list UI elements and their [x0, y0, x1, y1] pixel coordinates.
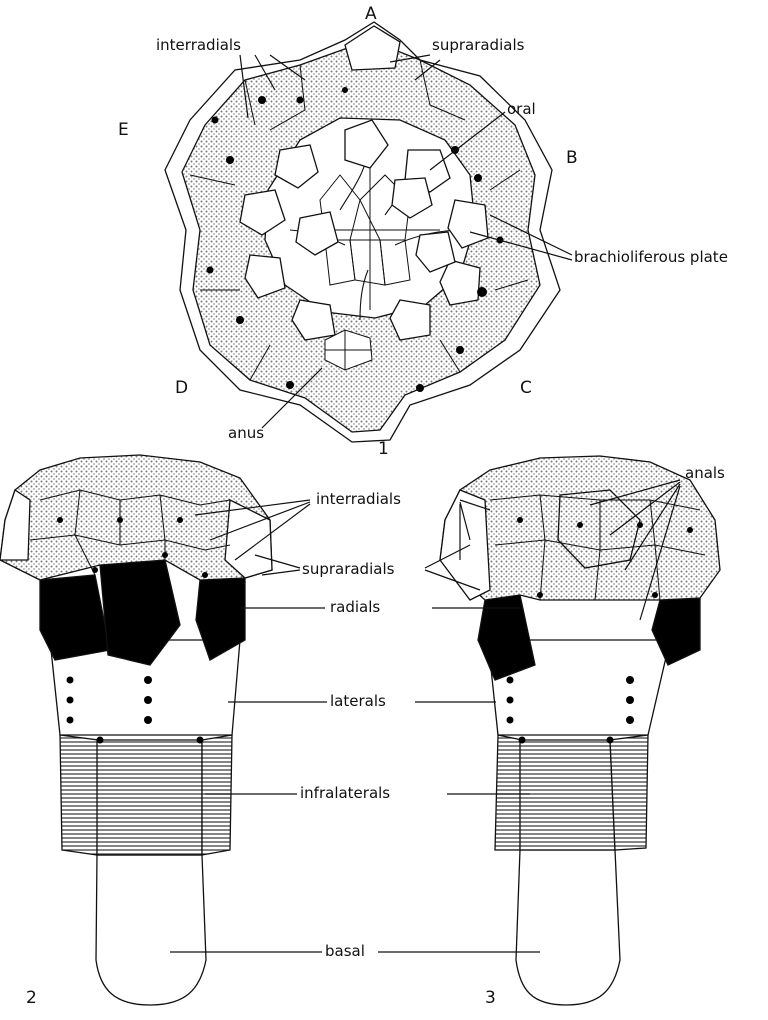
ray-letter-a: A: [365, 6, 377, 23]
supraradial-2: [225, 500, 272, 578]
infralateral-2c: [202, 735, 232, 855]
label-interradials-1: interradials: [156, 38, 241, 53]
label-brachioliferous-plate: brachioliferous plate: [574, 250, 728, 265]
panel-1-oral-view: [165, 22, 560, 442]
infralateral-3c: [610, 735, 648, 850]
label-supraradials-23: supraradials: [302, 562, 394, 577]
label-interradials-23: interradials: [316, 492, 401, 507]
infralateral-3a: [495, 735, 522, 850]
label-oral: oral: [507, 102, 536, 117]
infralateral-2a: [60, 735, 98, 855]
panel-number-2: 2: [26, 990, 37, 1007]
label-radials: radials: [330, 600, 380, 615]
infralateral-3b: [520, 740, 615, 850]
ray-letter-b: B: [566, 150, 578, 167]
basal-2: [96, 855, 206, 1005]
ray-letter-e: E: [118, 122, 129, 139]
ray-letter-d: D: [175, 380, 188, 397]
panel-number-3: 3: [485, 990, 496, 1007]
infralateral-2b: [97, 740, 202, 855]
label-basal: basal: [325, 944, 365, 959]
label-anals: anals: [685, 466, 725, 481]
basal-3: [516, 850, 620, 1005]
label-infralaterals: infralaterals: [300, 786, 390, 801]
ray-letter-c: C: [520, 380, 532, 397]
radial-2a: [40, 575, 110, 660]
label-laterals: laterals: [330, 694, 386, 709]
supraradial-a: [345, 26, 400, 70]
panel-3-side-view: [440, 456, 720, 1005]
supraradial-3: [440, 490, 490, 600]
panel-number-1: 1: [378, 441, 389, 458]
label-anus: anus: [228, 426, 264, 441]
label-supraradials-1: supraradials: [432, 38, 524, 53]
panel-2-side-view: [0, 455, 272, 1005]
